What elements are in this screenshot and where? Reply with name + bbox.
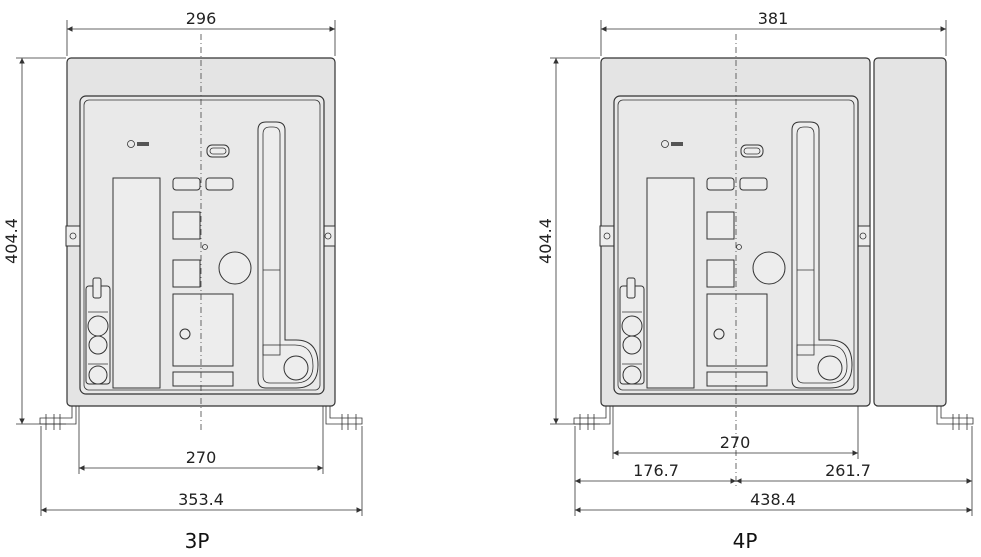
nameplate-4p xyxy=(646,177,695,389)
handle-4p xyxy=(791,121,853,389)
dim-height-3p: 404.4 xyxy=(2,57,66,425)
dim-label-left-offset-4p: 176.7 xyxy=(633,461,679,480)
nameplate-3p xyxy=(112,177,161,389)
window-b-4p xyxy=(706,259,735,288)
button-b-3p xyxy=(205,177,234,191)
dim-mount-width-3p: 270 xyxy=(78,406,324,474)
button-b-4p xyxy=(739,177,768,191)
button-a-4p xyxy=(706,177,735,191)
handle-3p xyxy=(257,121,319,389)
lower-strip-4p xyxy=(706,371,768,387)
mounting-feet-3p xyxy=(39,406,363,430)
charging-hole-4p xyxy=(752,251,786,285)
mounting-feet-4p xyxy=(573,406,974,430)
logo-mark-3p xyxy=(127,140,135,148)
dim-label-top-width-3p: 296 xyxy=(186,9,217,28)
dim-overall-width-3p: 353.4 xyxy=(40,426,363,516)
window-b-3p xyxy=(172,259,201,288)
view-3p: 296 404.4 xyxy=(2,9,363,553)
dim-label-height-4p: 404.4 xyxy=(536,218,555,264)
caption-4p: 4P xyxy=(733,529,758,553)
dim-label-mount-width-4p: 270 xyxy=(720,433,751,452)
window-a-3p xyxy=(172,211,201,240)
pole-extension-4p xyxy=(873,57,947,407)
logo-text-3p xyxy=(137,142,149,146)
lower-strip-3p xyxy=(172,371,234,387)
left-ear-3p xyxy=(65,225,81,247)
dim-overall-width-4p: 438.4 xyxy=(574,488,973,516)
dim-offsets-4p: 176.7 261.7 xyxy=(574,426,973,488)
lock-module-4p xyxy=(619,277,645,385)
dim-label-mount-width-3p: 270 xyxy=(186,448,217,467)
charging-hole-3p xyxy=(218,251,252,285)
dim-label-overall-width-3p: 353.4 xyxy=(178,490,224,509)
dim-height-4p: 404.4 xyxy=(536,57,600,425)
dim-mount-width-4p: 270 xyxy=(612,406,859,459)
dim-label-overall-width-4p: 438.4 xyxy=(750,490,796,509)
dim-label-top-width-4p: 381 xyxy=(758,9,789,28)
window-a-4p xyxy=(706,211,735,240)
left-ear-4p xyxy=(599,225,615,247)
dim-label-right-offset-4p: 261.7 xyxy=(825,461,871,480)
lock-module-3p xyxy=(85,277,111,385)
logo-text-4p xyxy=(671,142,683,146)
view-4p: 381 404.4 xyxy=(536,9,974,553)
dim-top-width-3p: 296 xyxy=(66,9,336,56)
logo-mark-4p xyxy=(661,140,669,148)
dim-label-height-3p: 404.4 xyxy=(2,218,21,264)
dim-top-width-4p: 381 xyxy=(600,9,947,56)
caption-3p: 3P xyxy=(185,529,210,553)
button-a-3p xyxy=(172,177,201,191)
